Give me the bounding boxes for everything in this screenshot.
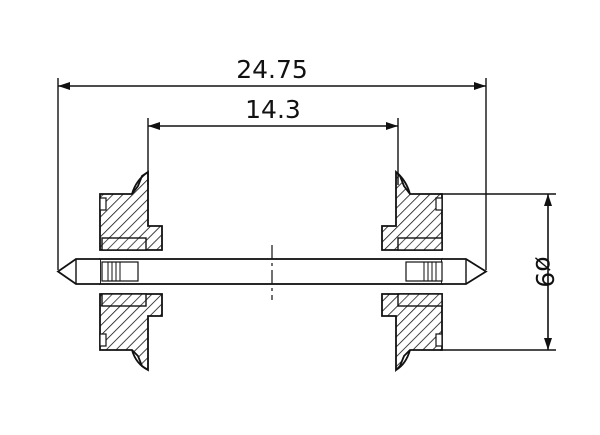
overall-length-dimension: 24.75: [57, 55, 487, 270]
axle-shaft: [99, 258, 443, 285]
diameter-dimension: ø9: [440, 193, 559, 351]
arrowhead-right: [386, 122, 398, 130]
back-to-back-label: 14.3: [245, 95, 301, 124]
wheel-right: [381, 169, 443, 373]
arrowhead-bottom: [544, 338, 552, 350]
axle-tip-left: [56, 258, 100, 285]
axle-tip-right: [442, 258, 488, 285]
arrowhead-top: [544, 194, 552, 206]
axle: [56, 245, 488, 300]
arrowhead-left: [148, 122, 160, 130]
diameter-label: ø9: [530, 256, 559, 287]
back-to-back-dimension: 14.3: [147, 95, 399, 185]
arrowhead-right: [474, 82, 486, 90]
wheel-left: [99, 170, 163, 372]
arrowhead-left: [58, 82, 70, 90]
overall-length-label: 24.75: [236, 55, 308, 84]
